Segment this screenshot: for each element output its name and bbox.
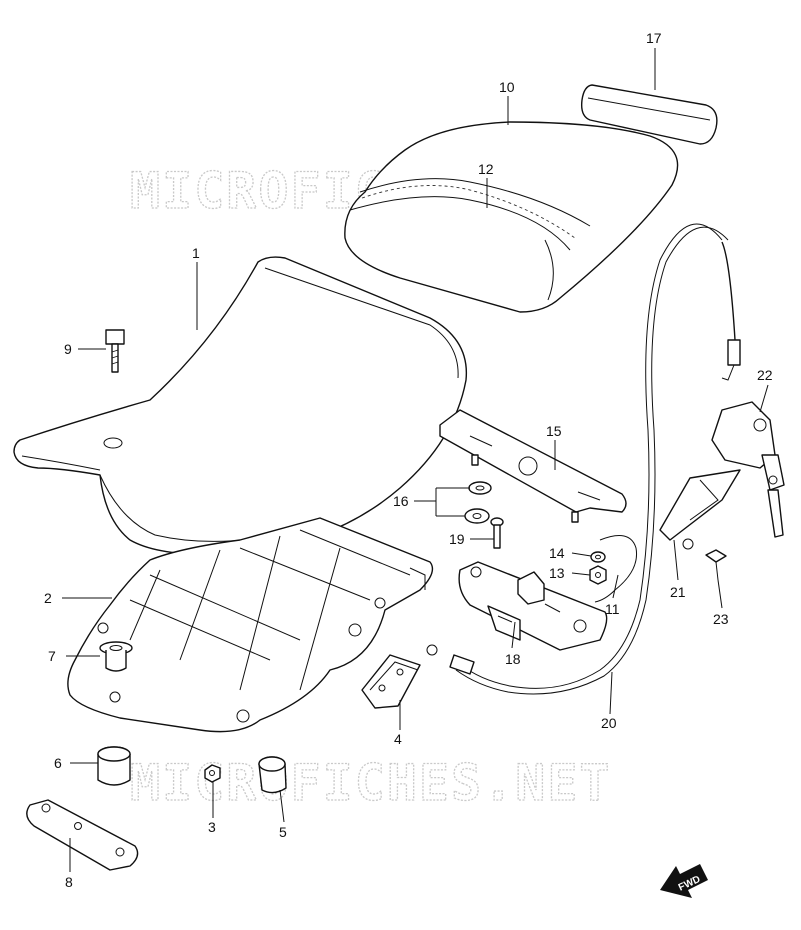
watermark-bottom: MICROFICHES.NET (130, 754, 612, 812)
part-18-seat-lock (458, 561, 608, 651)
callout-18: 18 (505, 651, 521, 667)
part-4-hook-bracket (361, 654, 421, 709)
callout-20: 20 (601, 715, 617, 731)
leader-lines (62, 48, 769, 872)
callout-22: 22 (757, 367, 773, 383)
callout-21: 21 (670, 584, 686, 600)
callout-14: 14 (549, 545, 565, 561)
callout-1: 1 (192, 245, 200, 261)
part-21-lock-bracket (659, 469, 741, 550)
callout-4: 4 (394, 731, 402, 747)
part-23-screw (705, 549, 727, 581)
part-9-bolt (105, 329, 125, 373)
part-3-nut (204, 764, 221, 783)
callout-9: 9 (64, 341, 72, 357)
part-13-nut (589, 565, 607, 585)
part-17-cowl-pad (580, 84, 718, 145)
callout-13: 13 (549, 565, 565, 581)
part-2-seat-base (67, 517, 434, 733)
part-7-grommet (99, 641, 133, 672)
callout-23: 23 (713, 611, 729, 627)
part-15-bracket (439, 409, 627, 523)
part-11-spring (594, 535, 638, 603)
callout-8: 8 (65, 874, 73, 890)
part-8-plate (26, 799, 139, 871)
callout-11: 11 (605, 601, 620, 617)
part-19-screw (490, 517, 504, 549)
part-1-front-seat (13, 256, 468, 555)
callout-2: 2 (44, 590, 52, 606)
part-10-pillion-seat (344, 121, 679, 313)
callout-6: 6 (54, 755, 62, 771)
callout-16: 16 (393, 493, 409, 509)
callout-19: 19 (449, 531, 465, 547)
callout-12: 12 (478, 161, 494, 177)
callout-17: 17 (646, 30, 662, 46)
callout-5: 5 (279, 824, 287, 840)
part-22-key-lock (711, 401, 785, 538)
callout-3: 3 (208, 819, 216, 835)
callout-7: 7 (48, 648, 56, 664)
part-5-cushion (258, 756, 287, 794)
part-14-washer (590, 551, 606, 563)
callouts: 17 10 12 1 9 22 15 16 19 14 13 2 21 11 2… (44, 30, 773, 890)
callout-10: 10 (499, 79, 515, 95)
part-6-cushion (97, 746, 131, 786)
callout-15: 15 (546, 423, 562, 439)
fwd-arrow: FWD (660, 864, 708, 898)
part-20-cable (426, 223, 741, 695)
